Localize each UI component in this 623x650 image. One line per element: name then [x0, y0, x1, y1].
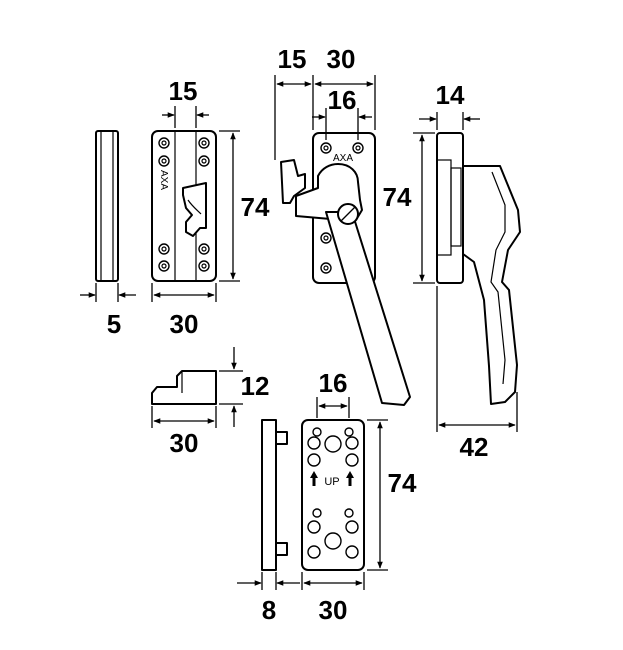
backplate-side-view [261, 419, 288, 571]
handle-front-view: AXA [280, 132, 411, 406]
dim-label-backplate-thickness: 8 [262, 595, 276, 625]
wedge-block [151, 370, 217, 405]
dimension-wedge-height: 12 [219, 347, 269, 427]
handle-brand-text: AXA [333, 153, 353, 164]
dim-label-keeper-width: 30 [170, 309, 199, 339]
backplate-front-view: UP [301, 419, 365, 571]
dim-label-handle-height: 74 [383, 182, 412, 212]
keeper-brand-text: AXA [158, 170, 169, 190]
spacer-strip [95, 130, 119, 282]
dimension-handle-top: 15 30 [274, 44, 376, 160]
dimension-keeper-width: 30 [151, 283, 217, 339]
dim-label-handle-plate-width: 30 [327, 44, 356, 74]
dim-label-side-depth-top: 14 [436, 80, 465, 110]
dim-label-backplate-width: 30 [319, 595, 348, 625]
up-arrow-right-icon [346, 471, 354, 486]
dimension-keeper-height: 74 [219, 130, 270, 282]
dimension-side-height [413, 132, 435, 284]
dimension-backplate-height: 74 [367, 419, 417, 571]
dimension-backplate-thickness: 8 [237, 572, 300, 625]
keeper-plate: AXA [151, 130, 217, 282]
up-marker-text: UP [324, 476, 339, 488]
dim-label-handle-hole-spacing: 16 [328, 85, 357, 115]
dimension-backplate-width: 30 [301, 572, 365, 625]
dimension-backplate-hole-spacing: 16 [316, 368, 350, 418]
up-arrow-left-icon [310, 471, 318, 486]
dim-label-side-depth: 42 [460, 432, 489, 462]
dim-label-spacer-thickness: 5 [107, 309, 121, 339]
dimension-wedge-width: 30 [151, 406, 217, 458]
dimension-side-depth-top: 14 [419, 80, 480, 130]
dimension-keeper-width-top: 15 [162, 76, 209, 128]
dim-label-backplate-height: 74 [388, 468, 417, 498]
dim-label-wedge-width: 30 [170, 428, 199, 458]
dim-label-backplate-hole-spacing: 16 [319, 368, 348, 398]
dimension-spacer-thickness: 5 [80, 283, 136, 339]
dimension-handle-height: 74 [383, 182, 412, 212]
dim-label-wedge-height: 12 [241, 371, 270, 401]
dimension-side-depth: 42 [436, 286, 518, 462]
dim-label-handle-offset: 15 [278, 44, 307, 74]
dim-label-keeper-width-top: 15 [169, 76, 198, 106]
handle-side-view [436, 132, 521, 405]
dim-label-keeper-height: 74 [241, 192, 270, 222]
dimension-handle-hole-spacing: 16 [312, 85, 372, 140]
